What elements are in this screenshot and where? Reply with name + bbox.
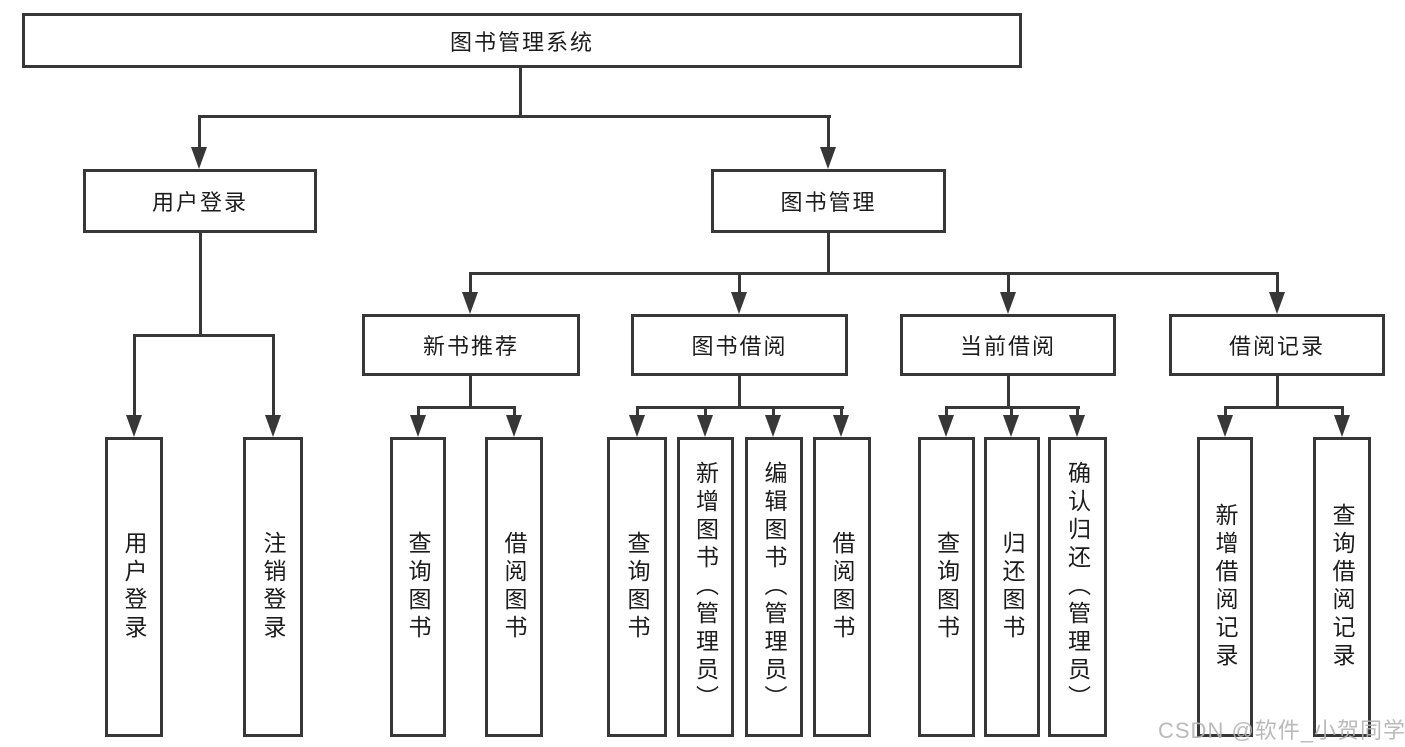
arrow-down-icon xyxy=(1334,415,1350,437)
leaf-query-borrow-record-label: 查询借阅记录 xyxy=(1329,503,1355,671)
leaf-borrow-books-recommend-label: 借阅图书 xyxy=(501,531,527,643)
leaf-add-books-admin: 新增图书（管理员） xyxy=(677,437,734,737)
arrow-down-icon xyxy=(191,147,207,169)
node-book-borrow-label: 图书借阅 xyxy=(691,334,788,359)
node-current-borrow: 当前借阅 xyxy=(900,314,1116,376)
connector-line xyxy=(133,334,136,416)
connector-line xyxy=(1007,376,1010,408)
leaf-query-books-borrow: 查询图书 xyxy=(607,437,667,737)
arrow-down-icon xyxy=(833,415,849,437)
leaf-return-books: 归还图书 xyxy=(984,437,1040,737)
leaf-confirm-return-admin-label: 确认归还（管理员） xyxy=(1064,461,1091,713)
node-new-book-recommend: 新书推荐 xyxy=(362,314,580,376)
arrow-down-icon xyxy=(265,415,281,437)
connector-line xyxy=(469,272,1279,275)
leaf-query-books-current-label: 查询图书 xyxy=(933,531,960,643)
node-current-borrow-label: 当前借阅 xyxy=(959,334,1056,359)
leaf-add-borrow-record: 新增借阅记录 xyxy=(1197,437,1253,737)
leaf-user-login: 用户登录 xyxy=(105,437,163,737)
leaf-return-books-label: 归还图书 xyxy=(999,531,1025,643)
arrow-down-icon xyxy=(731,292,747,314)
node-root-label: 图书管理系统 xyxy=(449,29,594,55)
connector-line xyxy=(636,406,639,416)
connector-line xyxy=(1341,406,1344,416)
connector-line xyxy=(133,334,275,337)
leaf-user-login-label: 用户登录 xyxy=(121,531,147,643)
connector-line xyxy=(1224,406,1344,409)
leaf-logout: 注销登录 xyxy=(243,437,303,737)
leaf-query-books-borrow-label: 查询图书 xyxy=(624,531,650,643)
node-new-book-recommend-label: 新书推荐 xyxy=(422,334,519,359)
connector-line xyxy=(519,68,522,118)
connector-line xyxy=(945,406,948,416)
node-user-login: 用户登录 xyxy=(83,169,317,233)
connector-line xyxy=(198,115,831,118)
connector-line xyxy=(738,376,741,408)
arrow-down-icon xyxy=(1000,292,1016,314)
leaf-borrow-books-label: 借阅图书 xyxy=(829,531,855,643)
arrow-down-icon xyxy=(697,415,713,437)
connector-line xyxy=(469,376,472,408)
arrow-down-icon xyxy=(506,415,522,437)
arrow-down-icon xyxy=(1217,415,1233,437)
connector-line xyxy=(513,406,516,416)
connector-line xyxy=(827,115,830,148)
node-book-management-label: 图书管理 xyxy=(780,190,877,215)
connector-line xyxy=(738,272,741,293)
connector-line xyxy=(199,233,202,336)
connector-line xyxy=(1224,406,1227,416)
connector-line xyxy=(840,406,843,416)
leaf-query-books-recommend: 查询图书 xyxy=(390,437,446,737)
csdn-watermark: CSDN @软件_小贺同学 xyxy=(1158,718,1405,743)
leaf-borrow-books-recommend: 借阅图书 xyxy=(485,437,543,737)
connector-line xyxy=(1276,272,1279,293)
node-borrow-records: 借阅记录 xyxy=(1169,314,1385,376)
connector-line xyxy=(1010,406,1013,416)
node-user-login-label: 用户登录 xyxy=(151,190,248,215)
leaf-query-books-recommend-label: 查询图书 xyxy=(405,531,431,643)
leaf-add-borrow-record-label: 新增借阅记录 xyxy=(1212,503,1238,671)
connector-line xyxy=(1076,406,1079,416)
leaf-logout-label: 注销登录 xyxy=(260,531,286,643)
arrow-down-icon xyxy=(1069,415,1085,437)
leaf-borrow-books: 借阅图书 xyxy=(813,437,871,737)
arrow-down-icon xyxy=(765,415,781,437)
arrow-down-icon xyxy=(410,415,426,437)
connector-line xyxy=(1276,376,1279,408)
leaf-add-books-admin-label: 新增图书（管理员） xyxy=(692,461,719,713)
connector-line xyxy=(636,406,844,409)
node-book-borrow: 图书借阅 xyxy=(631,314,848,376)
connector-line xyxy=(704,406,707,416)
arrow-down-icon xyxy=(126,415,142,437)
leaf-query-borrow-record: 查询借阅记录 xyxy=(1313,437,1371,737)
connector-line xyxy=(827,233,830,274)
arrow-down-icon xyxy=(1269,292,1285,314)
arrow-down-icon xyxy=(938,415,954,437)
connector-line xyxy=(198,115,201,148)
node-book-management: 图书管理 xyxy=(711,169,946,233)
leaf-query-books-current: 查询图书 xyxy=(918,437,975,737)
node-borrow-records-label: 借阅记录 xyxy=(1228,334,1325,359)
leaf-confirm-return-admin: 确认归还（管理员） xyxy=(1048,437,1107,737)
connector-line xyxy=(272,334,275,416)
arrow-down-icon xyxy=(1003,415,1019,437)
arrow-down-icon xyxy=(820,147,836,169)
node-root: 图书管理系统 xyxy=(22,13,1022,68)
leaf-edit-books-admin-label: 编辑图书（管理员） xyxy=(761,461,787,713)
connector-line xyxy=(772,406,775,416)
connector-line xyxy=(417,406,420,416)
connector-line xyxy=(417,406,516,409)
leaf-edit-books-admin: 编辑图书（管理员） xyxy=(745,437,803,737)
arrow-down-icon xyxy=(462,292,478,314)
connector-line xyxy=(469,272,472,293)
arrow-down-icon xyxy=(629,415,645,437)
connector-line xyxy=(1007,272,1010,293)
